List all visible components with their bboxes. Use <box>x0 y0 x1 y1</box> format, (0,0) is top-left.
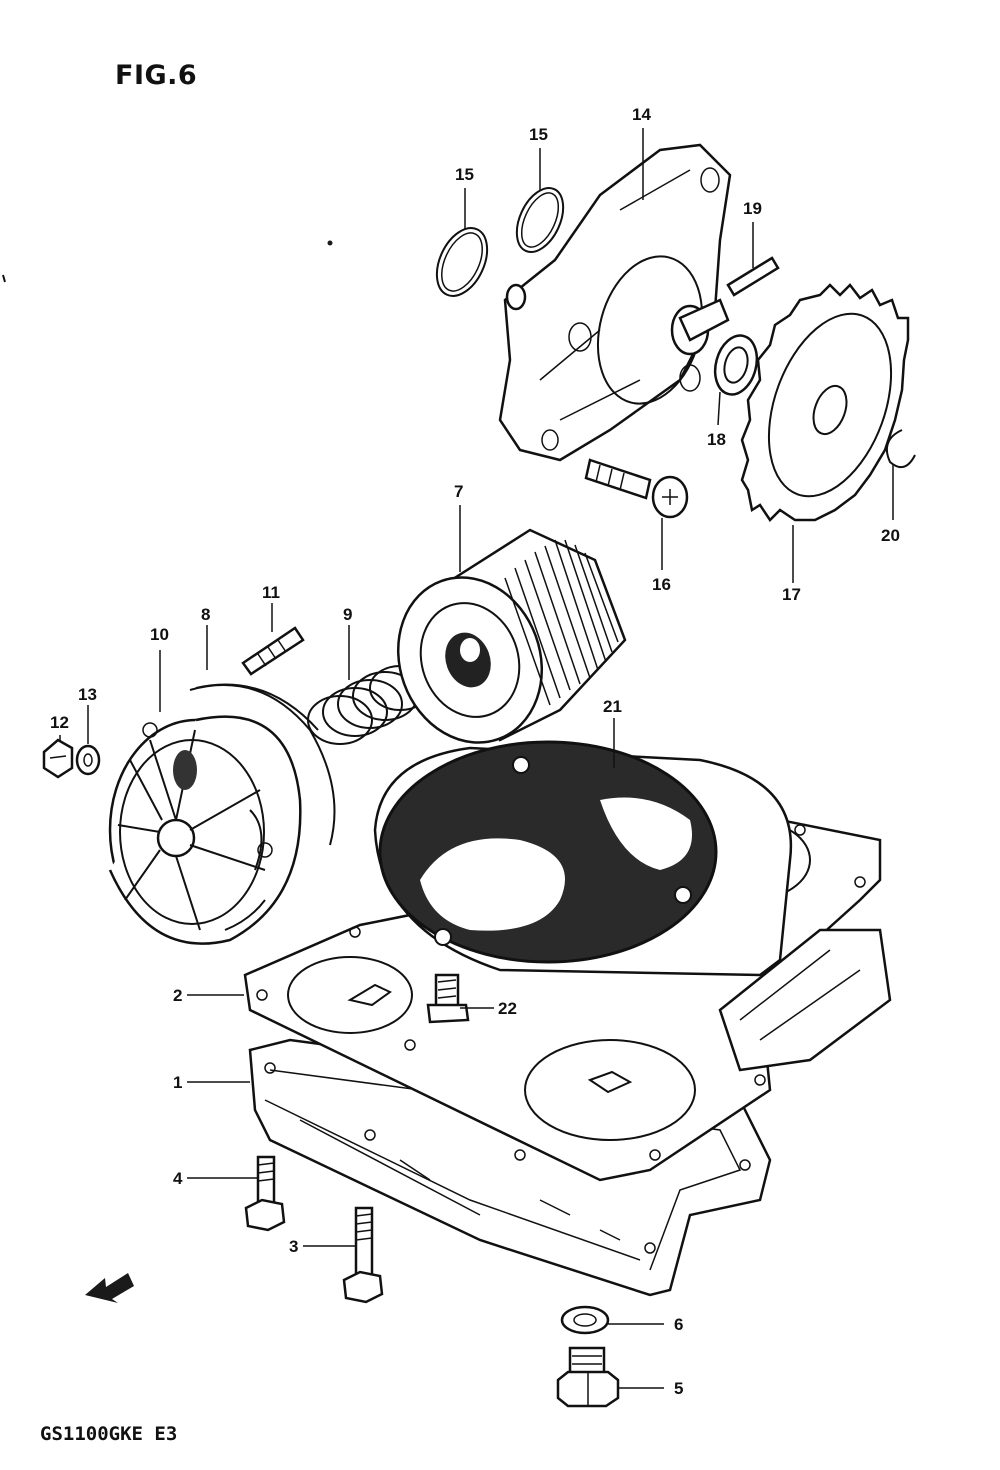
drain-plug <box>556 1346 620 1408</box>
callout-3: 3 <box>289 1237 298 1256</box>
oil-pump <box>498 143 732 462</box>
pump-washer <box>713 334 759 396</box>
callout-9: 9 <box>343 605 352 624</box>
oil-pump-gear <box>740 283 910 522</box>
oil-filter-cover <box>108 715 302 945</box>
oil-filter <box>396 528 627 744</box>
union-bolt <box>426 973 470 1024</box>
model-code: GS1100GKE E3 <box>40 1423 178 1445</box>
callout-22: 22 <box>498 999 517 1018</box>
circlip <box>886 429 916 469</box>
callout-21: 21 <box>603 697 622 716</box>
callout-16: 16 <box>652 575 671 594</box>
callout-13: 13 <box>78 685 97 704</box>
dowel-pin <box>726 256 780 297</box>
pan-bolt-long <box>342 1206 384 1304</box>
callout-10: 10 <box>150 625 169 644</box>
callout-15: 15 <box>455 165 474 184</box>
callout-20: 20 <box>881 526 900 545</box>
callout-15: 15 <box>529 125 548 144</box>
callout-4: 4 <box>173 1169 183 1188</box>
callout-labels: 14 15 15 19 18 20 16 17 7 11 8 9 10 13 1… <box>50 105 900 1398</box>
cap-nut <box>42 738 74 779</box>
front-arrow-icon <box>85 1273 134 1303</box>
figure-title: FIG.6 <box>115 60 198 91</box>
callout-14: 14 <box>632 105 651 124</box>
washer <box>75 744 101 776</box>
callout-18: 18 <box>707 430 726 449</box>
callout-12: 12 <box>50 713 69 732</box>
callout-17: 17 <box>782 585 801 604</box>
pan-bolt-short <box>244 1155 286 1232</box>
drain-plug-gasket <box>560 1305 610 1335</box>
callout-6: 6 <box>674 1315 683 1334</box>
o-ring-a <box>435 227 489 297</box>
stud <box>241 626 305 676</box>
oil-strainer <box>373 740 793 977</box>
o-ring-b <box>515 187 565 253</box>
callout-1: 1 <box>173 1073 182 1092</box>
leader-lines <box>59 128 894 1389</box>
callout-19: 19 <box>743 199 762 218</box>
callout-5: 5 <box>674 1379 683 1398</box>
callout-7: 7 <box>454 482 463 501</box>
callout-2: 2 <box>173 986 182 1005</box>
pump-screw <box>584 458 689 519</box>
callout-11: 11 <box>262 583 280 602</box>
callout-8: 8 <box>201 605 210 624</box>
